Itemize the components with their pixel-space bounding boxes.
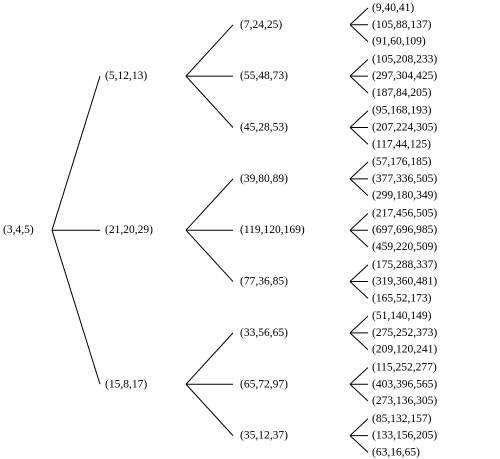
tree-branch-line xyxy=(185,229,234,282)
triple-node-label: (5,12,13) xyxy=(105,70,147,82)
tree-branch-line xyxy=(349,75,369,94)
triple-node-label: (77,36,85) xyxy=(240,276,288,288)
tree-branch-line xyxy=(51,230,101,385)
leaf-triple-label: (63,16,65) xyxy=(372,446,420,458)
leaf-triple-label: (697,696,985) xyxy=(372,224,437,236)
triple-node-label: (55,48,73) xyxy=(240,70,288,82)
tree-branch-line xyxy=(349,213,369,231)
leaf-triple-label: (115,252,277) xyxy=(372,361,437,373)
tree-branch-line xyxy=(349,161,369,180)
tree-branch-line xyxy=(349,435,369,453)
leaf-triple-label: (207,224,305) xyxy=(372,122,437,134)
leaf-triple-label: (91,60,109) xyxy=(372,36,426,48)
tree-labels: (3,4,5) (5,12,13) (7,24,25) (9,40,41) (105,8… xyxy=(3,2,437,458)
leaf-triple-label: (459,220,509) xyxy=(372,241,437,253)
tree-branch-line xyxy=(349,7,369,26)
tree-branch-line xyxy=(349,383,369,402)
tree-branch-line xyxy=(349,178,369,197)
tree-branch-line xyxy=(185,24,234,77)
tree-branch-line xyxy=(349,418,369,436)
tree-edges xyxy=(51,7,369,453)
tree-branch-line xyxy=(349,332,369,351)
triple-node-label: (35,12,37) xyxy=(240,430,288,442)
leaf-triple-label: (275,252,373) xyxy=(372,327,437,339)
tree-branch-line xyxy=(185,332,234,385)
tree-branch-line xyxy=(349,229,369,248)
tree-branch-line xyxy=(185,75,234,128)
leaf-triple-label: (187,84,205) xyxy=(372,87,432,99)
leaf-triple-label: (51,140,149) xyxy=(372,310,432,322)
triple-node-label: (119,120,169) xyxy=(240,224,305,236)
leaf-triple-label: (273,136,305) xyxy=(372,395,437,407)
leaf-triple-label: (209,120,241) xyxy=(372,344,437,356)
tree-branch-line xyxy=(51,76,101,231)
leaf-triple-label: (403,396,565) xyxy=(372,378,437,390)
leaf-triple-label: (297,304,425) xyxy=(372,70,437,82)
leaf-triple-label: (105,88,137) xyxy=(372,19,432,31)
leaf-triple-label: (9,40,41) xyxy=(372,2,414,14)
root-triple-label: (3,4,5) xyxy=(3,224,34,236)
leaf-triple-label: (299,180,349) xyxy=(372,190,437,202)
tree-branch-line xyxy=(349,110,369,128)
triple-node-label: (45,28,53) xyxy=(240,122,288,134)
triple-node-label: (7,24,25) xyxy=(240,19,282,31)
tree-branch-line xyxy=(349,367,369,385)
leaf-triple-label: (105,208,233) xyxy=(372,53,437,65)
leaf-triple-label: (85,132,157) xyxy=(372,413,432,425)
triple-node-label: (33,56,65) xyxy=(240,327,288,339)
leaf-triple-label: (95,168,193) xyxy=(372,105,432,117)
triple-node-label: (39,80,89) xyxy=(240,173,288,185)
leaf-triple-label: (57,176,185) xyxy=(372,156,432,168)
tree-branch-line xyxy=(349,58,369,77)
leaf-triple-label: (133,156,205) xyxy=(372,430,437,442)
tree-branch-line xyxy=(349,264,369,282)
leaf-triple-label: (117,44,125) xyxy=(372,138,431,150)
tree-branch-line xyxy=(349,24,369,42)
tree-branch-line xyxy=(349,281,369,299)
leaf-triple-label: (175,288,337) xyxy=(372,259,437,271)
triple-node-label: (65,72,97) xyxy=(240,378,288,390)
tree-branch-line xyxy=(185,383,234,436)
tree-branch-line xyxy=(349,315,369,334)
leaf-triple-label: (165,52,173) xyxy=(372,292,432,304)
leaf-triple-label: (377,336,505) xyxy=(372,173,437,185)
triple-node-label: (15,8,17) xyxy=(105,378,147,390)
leaf-triple-label: (319,360,481) xyxy=(372,276,437,288)
triple-node-label: (21,20,29) xyxy=(105,224,153,236)
tree-branch-line xyxy=(185,178,234,231)
tree-branch-line xyxy=(349,127,369,145)
leaf-triple-label: (217,456,505) xyxy=(372,207,437,219)
